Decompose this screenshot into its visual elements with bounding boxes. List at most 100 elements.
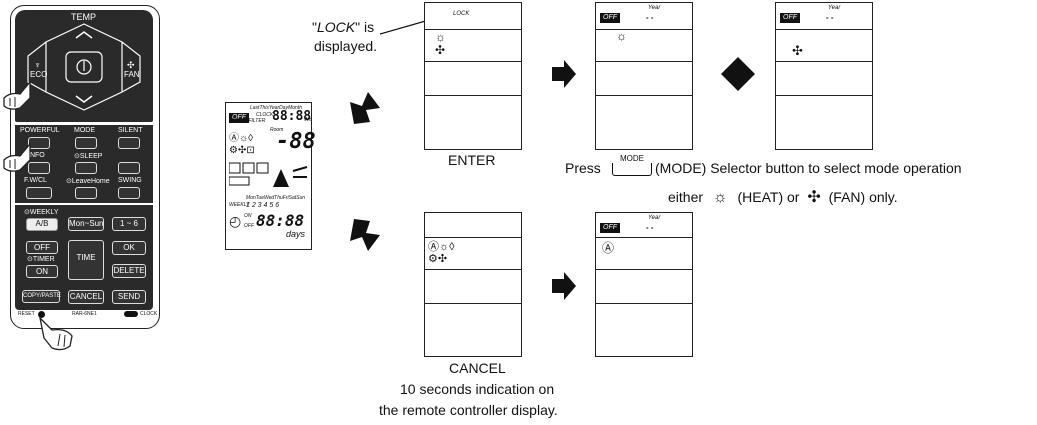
fwcl-button[interactable] xyxy=(26,187,52,199)
delete-button[interactable]: DELETE xyxy=(112,264,146,278)
off-indicator: OFF xyxy=(780,13,800,23)
press-text: Press xyxy=(565,160,601,176)
clock-label: CLOCK xyxy=(140,311,158,317)
mode-label: MODE xyxy=(74,127,95,134)
year-dash: - - xyxy=(646,223,654,232)
lock-text: LOCK xyxy=(453,11,470,17)
temp-label: TEMP xyxy=(71,12,97,22)
leavehome-label: ⊙LeaveHome xyxy=(66,178,110,185)
instruction-rest: (MODE) Selector button to select mode op… xyxy=(655,160,962,176)
year-dash: - - xyxy=(646,13,654,22)
arrow-up-right-icon xyxy=(350,92,380,124)
silent-label: SILENT xyxy=(118,127,143,134)
eco-icon: ♆ xyxy=(34,60,41,70)
auto-icon: Ⓐ xyxy=(602,241,615,255)
arrow-right-icon xyxy=(552,60,576,88)
clock-button[interactable] xyxy=(124,311,138,317)
lcd-temp-digits: -88 xyxy=(276,129,316,154)
mode-button[interactable] xyxy=(75,137,97,149)
year-label: Year xyxy=(648,215,661,221)
eco-button-label[interactable]: ECO xyxy=(30,70,48,79)
model-label: RAR-6NE1 xyxy=(72,311,97,317)
cancel-caption: CANCEL xyxy=(449,360,506,376)
lcd-swing-graphic xyxy=(228,161,309,189)
lcd-clock: CLOCK xyxy=(256,112,274,118)
swing-label: SWING xyxy=(118,177,142,184)
reset-button[interactable] xyxy=(38,311,45,318)
full-lcd-display: OFF LastThisYearDayMonth CLOCK ERROR FIL… xyxy=(225,102,316,250)
fan-icon: ✣ xyxy=(807,189,821,206)
hand-icon xyxy=(3,80,31,110)
hand-icon xyxy=(38,316,73,351)
instruction-line2: either ☼ (HEAT) or ✣ (FAN) only. xyxy=(668,189,898,206)
lcd-mode-icons: Ⓐ☼◊ xyxy=(229,133,254,144)
time-label: TIME xyxy=(76,253,96,262)
lock-note-lock-text: LOCK xyxy=(316,19,356,35)
one-six-button[interactable]: 1 ~ 6 xyxy=(112,217,146,231)
year-label: Year xyxy=(828,5,841,11)
lcd-digits-bottom: 88:88 xyxy=(256,211,305,230)
arrow-right-icon xyxy=(552,272,576,300)
sleep-button[interactable] xyxy=(75,162,97,174)
lcd-digits-top: 88:88 xyxy=(272,109,312,124)
reset-label: RESET xyxy=(18,311,35,317)
instruction-line1: Press xyxy=(565,160,601,176)
time-rocker[interactable]: TIME xyxy=(68,240,104,280)
info-label: INFO xyxy=(28,152,45,159)
fan-icon: ✣ xyxy=(127,60,135,70)
send-button[interactable]: SEND xyxy=(112,290,146,304)
lcd-days-row: MonTueWedThuFriSatSun xyxy=(246,195,306,201)
swing-up-button[interactable] xyxy=(118,162,140,174)
lcd-panel-enter: LOCK ☼ ✣ xyxy=(424,2,522,150)
temp-dpad[interactable] xyxy=(22,22,146,112)
ab-button[interactable]: A/B xyxy=(26,218,58,231)
year-label: Year xyxy=(648,5,661,11)
lcd-on: ON xyxy=(244,213,252,219)
cancel-caption-line3: the remote controller display. xyxy=(379,402,558,418)
fan-button-label[interactable]: FAN xyxy=(124,70,140,79)
lcd-periods: LastThisYearDayMonth xyxy=(250,105,302,111)
mode-icons: Ⓐ☼◊ xyxy=(428,241,455,253)
enter-caption: ENTER xyxy=(448,152,496,168)
mode-key-graphic: MODE xyxy=(612,154,652,176)
timer-on-button[interactable]: ON xyxy=(26,265,58,278)
leavehome-button[interactable] xyxy=(75,187,97,199)
hand-icon xyxy=(3,142,31,172)
heat-icon: ☼ xyxy=(435,30,446,44)
lcd-off-indicator: OFF xyxy=(229,113,249,123)
powerful-button[interactable] xyxy=(28,137,50,149)
lcd-panel-heat: OFF Year - - ☼ xyxy=(595,2,693,150)
fan-icon: ✣ xyxy=(435,43,446,57)
lcd-weekly: WEEKLY xyxy=(229,202,250,208)
year-dash: - - xyxy=(826,13,834,22)
lcd-wh: Wh xyxy=(304,117,312,123)
clock-icon: ◴ xyxy=(229,213,242,229)
mon-sun-button[interactable]: Mon~Sun xyxy=(68,217,104,231)
fan-icon: ✣ xyxy=(792,43,803,58)
weekly-label: ⊙WEEKLY xyxy=(24,209,59,216)
cancel-button[interactable]: CANCEL xyxy=(68,290,104,304)
copy-paste-button[interactable]: COPY/PASTE xyxy=(22,290,61,303)
mode-key-label: MODE xyxy=(620,154,644,163)
lock-note-line1: "LOCK" is xyxy=(312,19,375,35)
cancel-caption-line2: 10 seconds indication on xyxy=(400,381,555,397)
lcd-panel-fan: OFF Year - - ✣ xyxy=(775,2,873,150)
info-button[interactable] xyxy=(28,162,50,174)
arrow-down-right-icon xyxy=(350,219,380,251)
heat-icon: ☼ xyxy=(712,189,728,206)
silent-button[interactable] xyxy=(118,137,140,149)
lcd-nums: 1 2 3 4 5 6 xyxy=(246,202,280,209)
lcd-mode-icons-2: ⚙✣⊡ xyxy=(229,145,255,156)
swing-button[interactable] xyxy=(118,187,140,199)
lcd-panel-auto: OFF Year - - Ⓐ xyxy=(595,212,693,357)
ok-button[interactable]: OK xyxy=(112,241,146,255)
lock-note-line2: displayed. xyxy=(314,38,378,54)
powerful-label: POWERFUL xyxy=(20,127,60,134)
lcd-error-filter: ERROR FILTER xyxy=(229,118,266,124)
off-indicator: OFF xyxy=(600,223,620,233)
lcd-days: days xyxy=(286,229,306,239)
lcd-off2: OFF xyxy=(244,223,254,229)
timer-off-button[interactable]: OFF xyxy=(26,241,58,254)
diamond-icon xyxy=(721,57,755,91)
lcd-panel-cancel: Ⓐ☼◊ ⚙✣ xyxy=(424,212,522,357)
